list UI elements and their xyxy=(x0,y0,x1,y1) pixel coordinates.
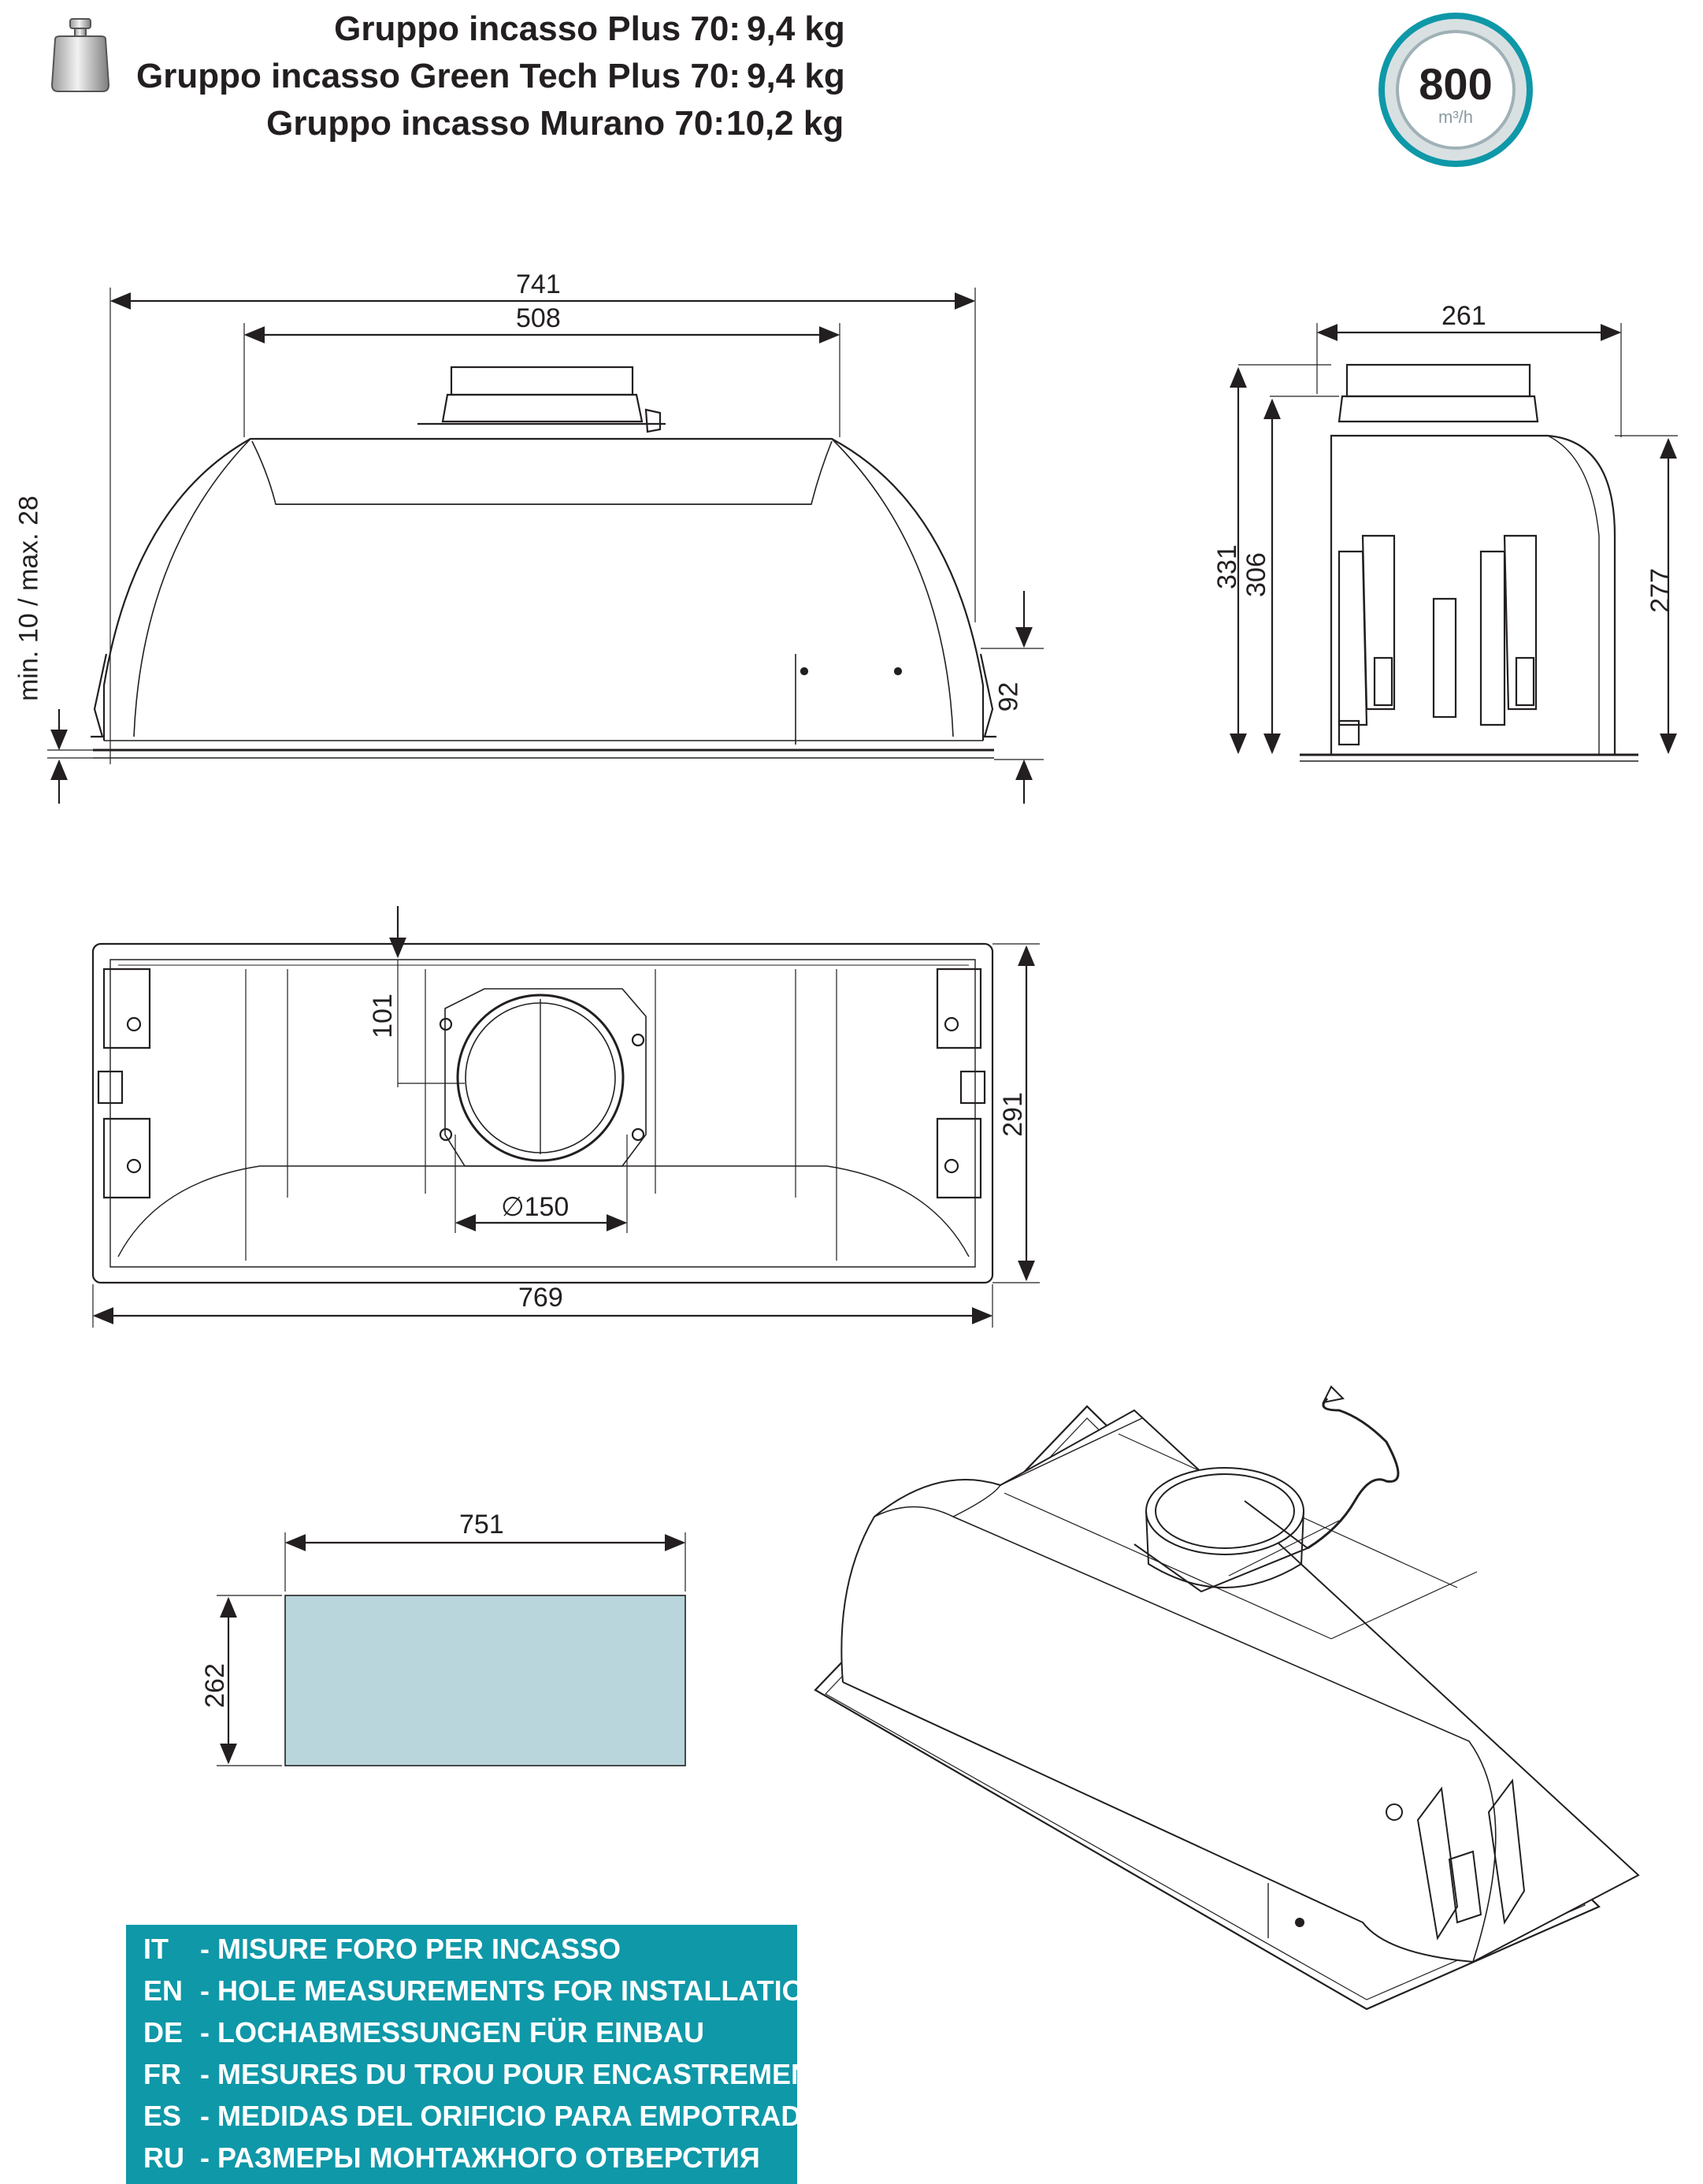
top-view xyxy=(91,906,1040,1328)
airflow-unit: m³/h xyxy=(1438,107,1473,127)
weight-value-1: 9,4 kg xyxy=(747,9,845,48)
weight-icon xyxy=(50,18,110,92)
front-view xyxy=(47,288,1044,804)
dim-front-inner-width: 508 xyxy=(516,303,561,333)
dim-side-total-height: 331 xyxy=(1211,544,1242,589)
airflow-value: 800 xyxy=(1419,59,1492,109)
dim-front-height: 92 xyxy=(993,682,1024,712)
dim-side-height: 277 xyxy=(1645,568,1675,613)
weight-value-2: 9,4 kg xyxy=(747,57,845,95)
dim-top-width: 769 xyxy=(518,1283,563,1313)
dim-top-offset: 101 xyxy=(367,994,398,1038)
dim-top-duct-diameter: ∅150 xyxy=(501,1192,570,1222)
weight-name-3: Gruppo incasso Murano 70: xyxy=(266,104,725,143)
dim-cutout-width: 751 xyxy=(459,1510,504,1540)
weight-value-3: 10,2 kg xyxy=(726,104,844,143)
weight-name-2: Gruppo incasso Green Tech Plus 70: xyxy=(136,57,740,95)
airflow-badge-icon: 800 m³/h xyxy=(1378,13,1533,167)
legend-line-en: EN- HOLE MEASUREMENTS FOR INSTALLATION xyxy=(143,1974,825,2007)
isometric-view xyxy=(814,1385,1640,2011)
legend-panel: IT- MISURE FORO PER INCASSO EN- HOLE MEA… xyxy=(126,1925,829,2184)
dim-side-depth: 261 xyxy=(1441,301,1486,331)
dim-front-min-max: min. 10 / max. 28 xyxy=(13,496,44,701)
weight-name-1: Gruppo incasso Plus 70: xyxy=(334,9,740,48)
cutout-diagram xyxy=(217,1532,686,1766)
dim-cutout-height: 262 xyxy=(199,1663,230,1708)
legend-line-it: IT- MISURE FORO PER INCASSO xyxy=(143,1933,621,1965)
dim-side-body-height: 306 xyxy=(1241,552,1271,597)
legend-line-fr: FR- MESURES DU TROU POUR ENCASTREMENT xyxy=(143,2058,829,2090)
side-view xyxy=(1230,323,1678,762)
legend-line-es: ES- MEDIDAS DEL ORIFICIO PARA EMPOTRADO xyxy=(143,2100,824,2132)
legend-line-ru: RU- РАЗМЕРЫ МОНТАЖНОГО ОТВЕРСТИЯ xyxy=(143,2141,760,2174)
dim-top-depth: 291 xyxy=(997,1092,1028,1137)
dim-front-overall-width: 741 xyxy=(516,269,561,299)
cutout-rect xyxy=(284,1595,686,1766)
legend-line-de: DE- LOCHABMESSUNGEN FÜR EINBAU xyxy=(143,2016,705,2048)
